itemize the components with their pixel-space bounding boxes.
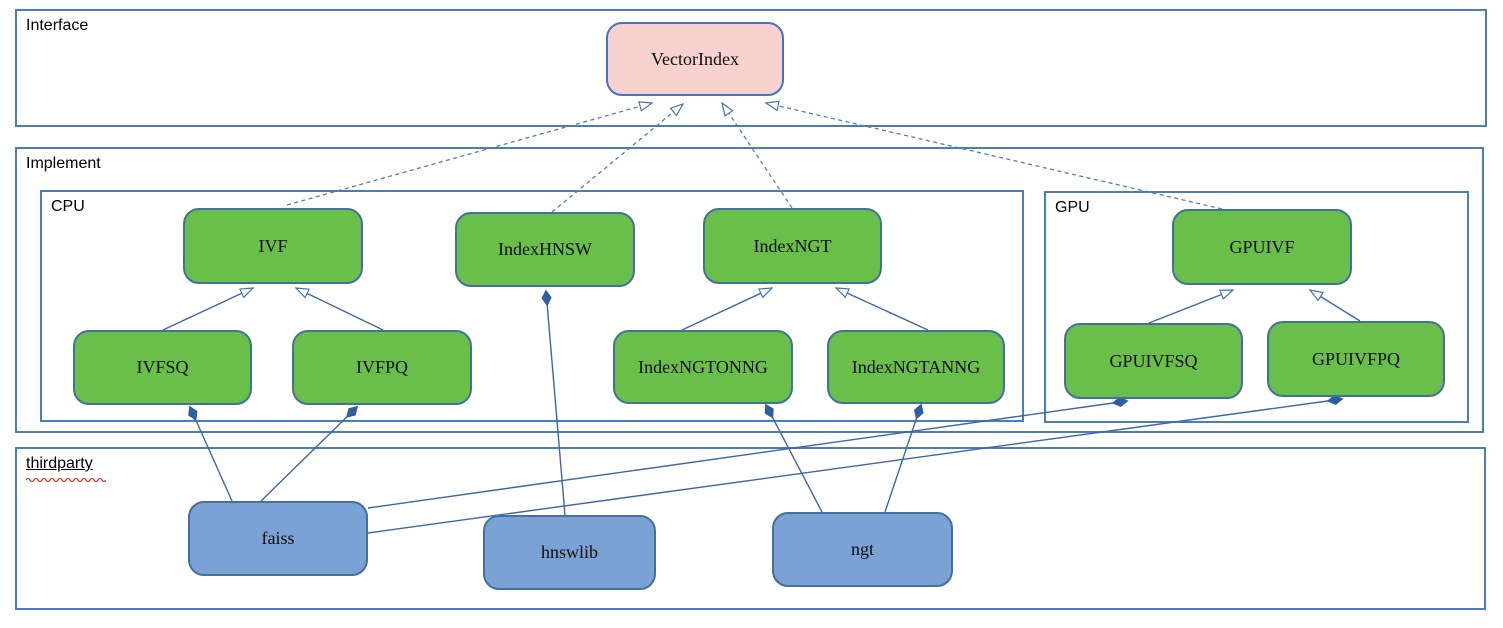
node-label-faiss: faiss xyxy=(261,528,295,548)
node-indexngt[interactable]: IndexNGT xyxy=(703,208,882,284)
node-label-indexngtonng: IndexNGTONNG xyxy=(638,356,768,377)
edge-faiss-gpuivfpq-composition-diamond xyxy=(367,394,1344,534)
edge-ngt-indexngtonng-composition-diamond xyxy=(764,403,823,513)
node-label-hnswlib: hnswlib xyxy=(540,542,598,562)
node-ivfpq[interactable]: IVFPQ xyxy=(292,330,472,405)
node-label-ivf: IVF xyxy=(258,235,288,256)
container-label-thirdparty: thirdparty xyxy=(26,455,93,472)
container-label-implement: Implement xyxy=(26,155,101,172)
node-ivfsq[interactable]: IVFSQ xyxy=(73,330,252,405)
node-ngt[interactable]: ngt xyxy=(772,512,953,587)
edge-faiss-gpuivfsq-composition-diamond xyxy=(367,396,1129,509)
container-implement: Implement xyxy=(15,147,1484,433)
edge-faiss-ivfsq-composition-diamond xyxy=(188,405,233,502)
container-cpu: CPU xyxy=(40,190,1024,422)
edge-indexhnsw-vectorindex-realization-arrow xyxy=(551,104,683,213)
node-label-vectorindex: VectorIndex xyxy=(651,48,739,69)
container-thirdparty: thirdparty xyxy=(15,447,1486,610)
edge-ivf-vectorindex-realization-arrow xyxy=(286,103,652,206)
edge-indexngtanng-indexngt-generalization-arrow xyxy=(836,288,929,331)
node-gpuivf[interactable]: GPUIVF xyxy=(1172,209,1352,285)
edge-gpuivf-vectorindex-realization-arrow xyxy=(766,103,1223,210)
node-faiss[interactable]: faiss xyxy=(188,501,368,576)
node-gpuivfpq[interactable]: GPUIVFPQ xyxy=(1267,321,1445,397)
edge-ivfpq-ivf-generalization-arrow xyxy=(296,288,384,331)
node-label-ivfpq: IVFPQ xyxy=(355,357,408,377)
container-label-interface: Interface xyxy=(26,17,89,34)
node-gpuivfsq[interactable]: GPUIVFSQ xyxy=(1064,323,1243,399)
node-label-ngt: ngt xyxy=(850,539,874,559)
node-label-indexngtanng: IndexNGTANNG xyxy=(851,356,981,377)
edge-faiss-ivfpq-composition-diamond xyxy=(260,405,359,502)
edge-gpuivfpq-gpuivf-generalization-arrow xyxy=(1310,290,1361,322)
node-label-indexhnsw: IndexHNSW xyxy=(498,239,592,259)
node-vectorindex[interactable]: VectorIndex xyxy=(606,22,784,96)
node-hnswlib[interactable]: hnswlib xyxy=(483,515,656,590)
edge-indexngt-vectorindex-realization-arrow xyxy=(722,103,793,209)
node-label-gpuivf: GPUIVF xyxy=(1229,236,1295,257)
node-label-gpuivfsq: GPUIVFSQ xyxy=(1109,350,1198,371)
node-indexhnsw[interactable]: IndexHNSW xyxy=(455,212,635,287)
edge-hnswlib-indexhnsw-composition-diamond xyxy=(541,289,566,516)
container-interface: Interface xyxy=(15,9,1487,127)
node-indexngtanng[interactable]: IndexNGTANNG xyxy=(827,330,1005,404)
edge-ivfsq-ivf-generalization-arrow xyxy=(162,288,253,331)
container-label-cpu: CPU xyxy=(51,198,85,215)
node-ivf[interactable]: IVF xyxy=(183,208,363,284)
edge-gpuivfsq-gpuivf-generalization-arrow xyxy=(1148,289,1233,324)
node-label-ivfsq: IVFSQ xyxy=(136,357,189,377)
edge-ngt-indexngtanng-composition-diamond xyxy=(884,403,924,513)
edge-indexngtonng-indexngt-generalization-arrow xyxy=(681,288,772,331)
node-label-indexngt: IndexNGT xyxy=(753,235,832,256)
node-indexngtonng[interactable]: IndexNGTONNG xyxy=(613,330,793,404)
node-label-gpuivfpq: GPUIVFPQ xyxy=(1311,348,1401,369)
container-label-gpu: GPU xyxy=(1055,199,1090,216)
container-gpu: GPU xyxy=(1044,191,1469,423)
